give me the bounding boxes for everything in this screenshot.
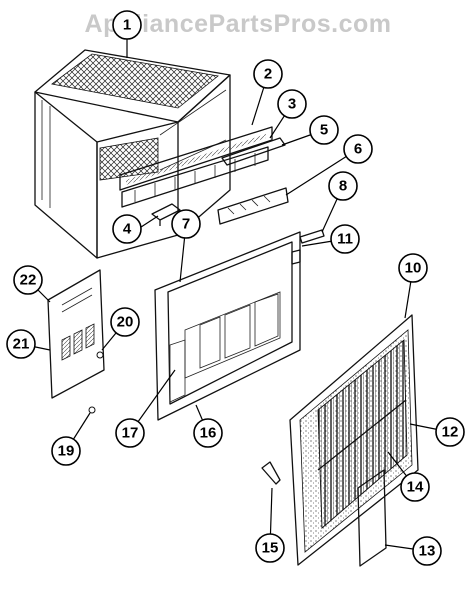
callout-5: 5 bbox=[309, 115, 339, 145]
callout-12: 12 bbox=[435, 417, 465, 447]
filter-panel bbox=[357, 469, 387, 567]
svg-text:16: 16 bbox=[200, 425, 217, 442]
svg-text:7: 7 bbox=[182, 216, 190, 233]
callout-14: 14 bbox=[400, 472, 430, 502]
callout-19: 19 bbox=[51, 436, 81, 466]
callout-10: 10 bbox=[398, 253, 428, 283]
callout-16: 16 bbox=[193, 418, 223, 448]
svg-text:11: 11 bbox=[337, 231, 353, 248]
front-frame-panel bbox=[154, 231, 301, 421]
callout-3: 3 bbox=[277, 89, 307, 119]
rail-assembly bbox=[119, 126, 286, 208]
svg-text:3: 3 bbox=[288, 96, 296, 113]
callout-17: 17 bbox=[115, 418, 145, 448]
svg-text:20: 20 bbox=[117, 314, 134, 331]
screw-part bbox=[261, 461, 281, 485]
callout-13: 13 bbox=[412, 536, 442, 566]
svg-text:13: 13 bbox=[419, 543, 436, 560]
svg-text:12: 12 bbox=[442, 424, 459, 441]
clip-part bbox=[299, 229, 325, 244]
callout-11: 11 bbox=[330, 224, 360, 254]
callout-15: 15 bbox=[255, 533, 285, 563]
svg-text:8: 8 bbox=[339, 178, 347, 195]
bracket-part bbox=[151, 203, 181, 226]
small-grille-block bbox=[217, 187, 289, 225]
svg-text:14: 14 bbox=[407, 479, 424, 496]
svg-text:21: 21 bbox=[13, 336, 30, 353]
svg-text:6: 6 bbox=[354, 141, 362, 158]
svg-text:15: 15 bbox=[262, 540, 279, 557]
svg-text:4: 4 bbox=[123, 221, 132, 238]
svg-text:10: 10 bbox=[405, 260, 422, 277]
callout-6: 6 bbox=[343, 134, 373, 164]
callout-8: 8 bbox=[328, 171, 358, 201]
callout-22: 22 bbox=[13, 265, 43, 295]
front-grille bbox=[289, 314, 419, 566]
screw-part bbox=[96, 351, 104, 359]
callout-4: 4 bbox=[112, 214, 142, 244]
svg-text:2: 2 bbox=[264, 66, 272, 83]
callout-20: 20 bbox=[110, 307, 140, 337]
callout-7: 7 bbox=[171, 209, 201, 239]
control-panel bbox=[47, 269, 105, 399]
screw-part bbox=[88, 406, 96, 414]
svg-text:17: 17 bbox=[122, 425, 139, 442]
callout-2: 2 bbox=[253, 59, 283, 89]
svg-text:1: 1 bbox=[123, 17, 131, 34]
callout-21: 21 bbox=[6, 329, 36, 359]
svg-text:5: 5 bbox=[320, 122, 328, 139]
callout-1: 1 bbox=[112, 10, 142, 40]
cabinet-wrapper bbox=[34, 49, 231, 259]
svg-text:22: 22 bbox=[20, 272, 37, 289]
svg-text:19: 19 bbox=[58, 443, 75, 460]
